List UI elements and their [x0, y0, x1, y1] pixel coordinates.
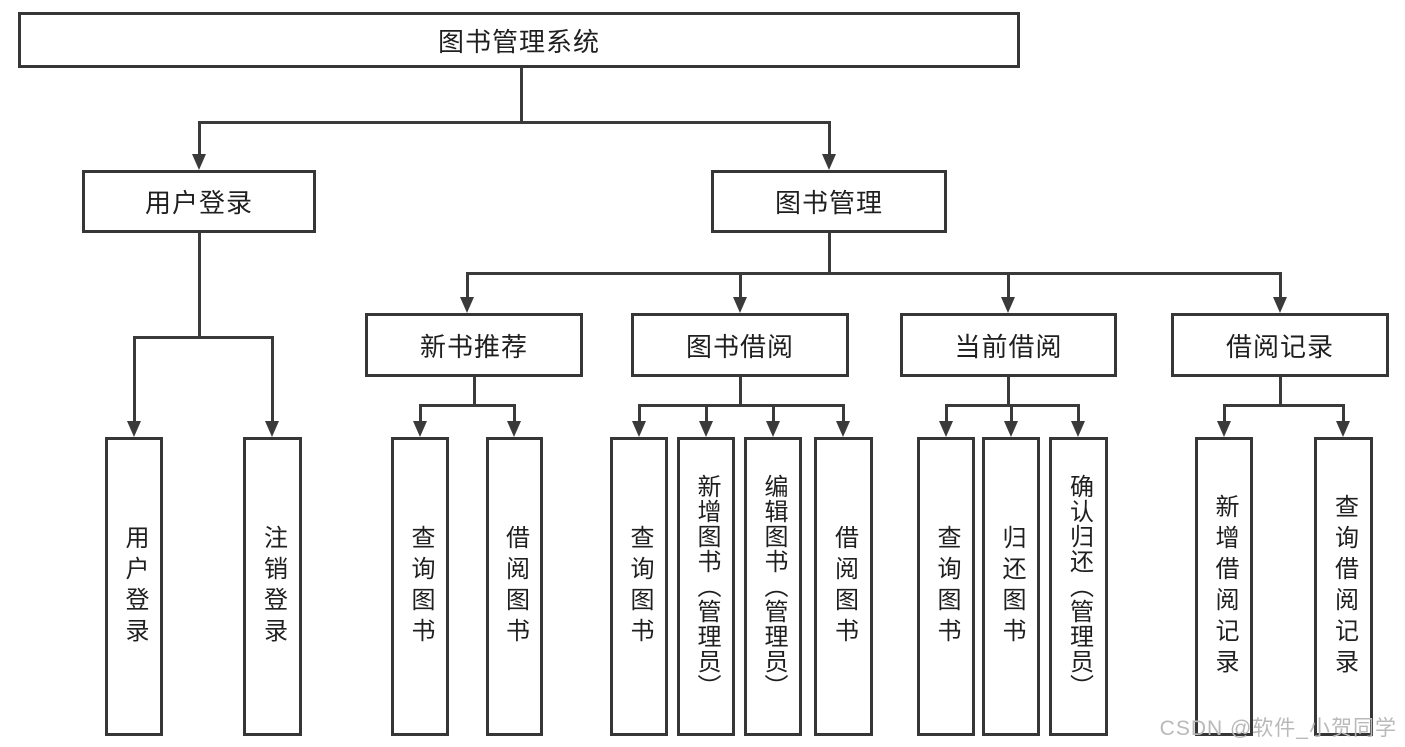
node-logout-leaf: 注销登录 — [243, 437, 302, 736]
arrowhead — [413, 421, 427, 437]
node-new-book-recommendation: 新书推荐 — [365, 313, 583, 377]
node-edit-book-admin: 编辑图书（管理员） — [744, 437, 802, 736]
node-confirm-return-admin: 确认归还（管理员） — [1049, 437, 1108, 736]
node-label: 新书推荐 — [419, 331, 528, 362]
connector-line — [520, 68, 523, 123]
arrowhead — [733, 297, 747, 313]
node-borrow-books-recommend: 借阅图书 — [486, 437, 543, 736]
connector-line — [828, 121, 831, 157]
connector-line — [271, 336, 274, 423]
arrowhead — [766, 421, 780, 437]
node-label: 借阅图书 — [830, 524, 858, 649]
arrowhead — [1001, 297, 1015, 313]
node-label: 用户登录 — [121, 524, 148, 649]
node-borrow-books-borrowing: 借阅图书 — [814, 437, 873, 736]
node-query-books-recommend: 查询图书 — [391, 437, 449, 736]
connector-line — [466, 272, 1282, 275]
connector-line — [1279, 272, 1282, 299]
node-label: 查询借阅记录 — [1330, 493, 1358, 680]
connector-line — [828, 233, 831, 274]
arrowhead — [632, 421, 646, 437]
connector-line — [739, 377, 742, 406]
arrowhead — [836, 421, 850, 437]
connector-line — [419, 404, 422, 423]
node-label: 确认归还（管理员） — [1065, 474, 1093, 699]
node-query-books-borrowing: 查询图书 — [610, 437, 668, 736]
csdn-watermark: CSDN @软件_小贺同学 — [1159, 717, 1397, 740]
connector-line — [198, 233, 201, 338]
node-user-login-leaf: 用户登录 — [105, 437, 163, 736]
node-label: 借阅记录 — [1225, 331, 1334, 362]
arrowhead — [699, 421, 713, 437]
connector-line — [1342, 404, 1345, 423]
connector-line — [466, 272, 469, 299]
node-label: 图书管理 — [774, 188, 883, 218]
connector-line — [1223, 404, 1226, 423]
connector-line — [638, 404, 641, 423]
arrowhead — [1273, 297, 1287, 313]
node-label: 查询图书 — [407, 524, 434, 649]
connector-line — [419, 404, 516, 407]
node-label: 编辑图书（管理员） — [760, 474, 787, 699]
connector-line — [1007, 272, 1010, 299]
node-label: 当前借阅 — [954, 331, 1063, 362]
connector-line — [772, 404, 775, 423]
connector-line — [1223, 404, 1345, 407]
arrowhead — [1004, 421, 1018, 437]
node-return-book: 归还图书 — [982, 437, 1040, 736]
arrowhead — [192, 154, 206, 170]
connector-line — [198, 121, 831, 124]
connector-line — [1007, 377, 1010, 406]
node-book-management: 图书管理 — [711, 170, 947, 233]
connector-line — [945, 404, 948, 423]
connector-line — [705, 404, 708, 423]
connector-line — [198, 121, 201, 157]
node-label: 归还图书 — [998, 524, 1025, 649]
node-label: 查询图书 — [626, 524, 653, 649]
arrowhead — [507, 421, 521, 437]
connector-line — [739, 272, 742, 299]
arrowhead — [460, 297, 474, 313]
node-book-borrowing: 图书借阅 — [631, 313, 849, 377]
node-label: 注销登录 — [259, 524, 287, 649]
node-library-management-system: 图书管理系统 — [18, 12, 1020, 68]
connector-line — [638, 404, 845, 407]
node-current-borrowing: 当前借阅 — [900, 313, 1117, 377]
node-label: 图书管理系统 — [437, 26, 600, 57]
arrowhead — [939, 421, 953, 437]
arrowhead — [1217, 421, 1231, 437]
connector-line — [842, 404, 845, 423]
arrowhead — [1071, 421, 1085, 437]
node-label: 借阅图书 — [501, 524, 529, 649]
arrowhead — [127, 421, 141, 437]
arrowhead — [1336, 421, 1350, 437]
node-label: 用户登录 — [144, 188, 253, 218]
connector-line — [1077, 404, 1080, 423]
connector-line — [513, 404, 516, 423]
arrowhead — [822, 154, 836, 170]
node-borrowing-records: 借阅记录 — [1171, 313, 1389, 377]
node-label: 新增图书（管理员） — [693, 474, 720, 699]
node-query-borrow-record: 查询借阅记录 — [1314, 437, 1373, 736]
node-label: 新增借阅记录 — [1211, 493, 1238, 680]
connector-line — [133, 336, 274, 339]
connector-line — [1279, 377, 1282, 406]
node-label: 图书借阅 — [685, 331, 794, 362]
connector-line — [133, 336, 136, 423]
node-add-borrow-record: 新增借阅记录 — [1195, 437, 1253, 736]
connector-line — [1010, 404, 1013, 423]
node-user-login: 用户登录 — [82, 170, 316, 233]
node-label: 查询图书 — [933, 524, 960, 649]
connector-line — [473, 377, 476, 406]
node-query-books-current: 查询图书 — [917, 437, 975, 736]
arrowhead — [265, 421, 279, 437]
node-add-book-admin: 新增图书（管理员） — [677, 437, 735, 736]
